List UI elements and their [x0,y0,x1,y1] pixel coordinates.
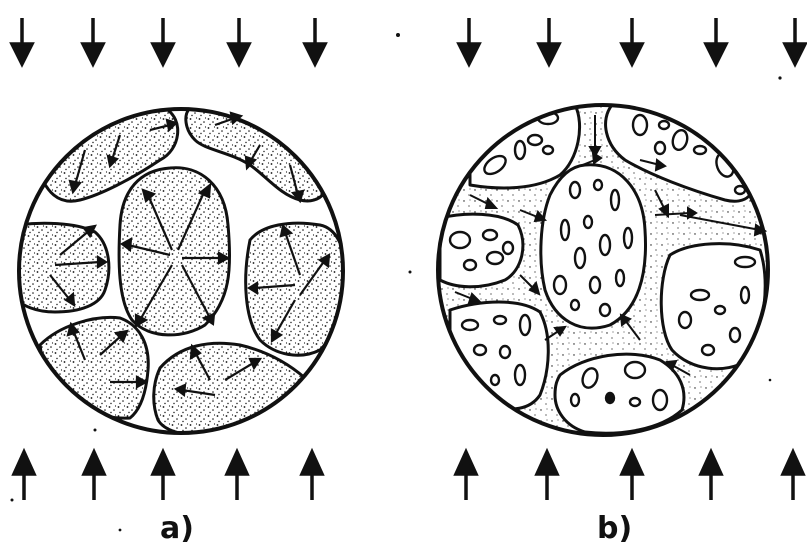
arrow-down-icon [305,18,325,64]
top-arrows [12,18,805,64]
arrow-down-icon [12,18,32,64]
grain [18,223,109,312]
grain [119,168,230,335]
arrow-up-icon [153,452,173,500]
panel-label-a: a) [160,511,194,542]
arrow-up-icon [456,452,476,500]
arrow-down-icon [153,18,173,64]
arrow-up-icon [14,452,34,500]
arrow-up-icon [537,452,557,500]
arrow-up-icon [622,452,642,500]
arrow-down-icon [459,18,479,64]
arrow-down-icon [539,18,559,64]
panel-label-b: b) [597,511,632,542]
arrow-up-icon [302,452,322,500]
grain [40,317,148,418]
arrow-down-icon [622,18,642,64]
arrow-up-icon [783,452,803,500]
arrow-down-icon [706,18,726,64]
arrow-down-icon [785,18,805,64]
bottom-arrows [14,452,803,500]
arrow-up-icon [84,452,104,500]
arrow-up-icon [701,452,721,500]
arrow-up-icon [227,452,247,500]
panel-a: a) [18,106,345,542]
arrow-down-icon [83,18,103,64]
arrow-down-icon [229,18,249,64]
panel-b: b) [438,105,770,542]
